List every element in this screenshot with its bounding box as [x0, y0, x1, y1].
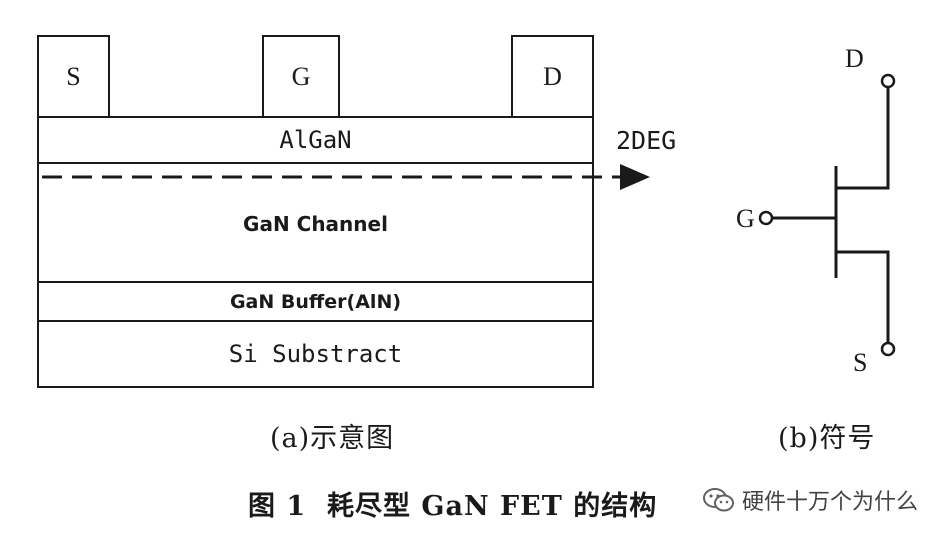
si-substrate-label: Si Substract: [228, 340, 403, 368]
source-terminal: S: [37, 35, 110, 119]
symbol-drain-label: D: [845, 44, 864, 73]
figure-caption: 图 1 耗尽型 GaN FET 的结构: [248, 491, 658, 522]
structure-caption: (a)示意图: [270, 423, 395, 454]
watermark-text: 硬件十万个为什么: [742, 490, 919, 515]
gan-channel-layer: GaN Channel: [37, 162, 594, 284]
source-label: S: [66, 62, 81, 91]
wechat-icon: [702, 487, 736, 513]
gate-terminal-icon: [758, 210, 774, 226]
algan-layer: AlGaN: [37, 116, 594, 165]
gan-buffer-layer: GaN Buffer(AlN): [37, 281, 594, 323]
symbol-source-label: S: [853, 348, 868, 377]
gan-buffer-label: GaN Buffer(AlN): [229, 291, 402, 313]
watermark: 硬件十万个为什么: [702, 484, 918, 516]
algan-label: AlGaN: [279, 126, 352, 154]
symbol-gate-label: G: [736, 204, 755, 233]
drain-terminal: D: [511, 35, 594, 119]
gate-terminal: G: [262, 35, 340, 119]
source-lead: [836, 250, 890, 344]
drain-lead: [836, 86, 890, 190]
gate-label: G: [291, 62, 311, 91]
drain-terminal-icon: [880, 73, 896, 89]
twodeg-arrowhead: [620, 164, 650, 190]
symbol-caption: (b)符号: [778, 423, 876, 454]
twodeg-label: 2DEG: [616, 126, 677, 155]
source-terminal-icon: [880, 341, 896, 357]
gan-channel-label: GaN Channel: [243, 212, 388, 236]
drain-label: D: [543, 62, 562, 91]
si-substrate-layer: Si Substract: [37, 320, 594, 388]
